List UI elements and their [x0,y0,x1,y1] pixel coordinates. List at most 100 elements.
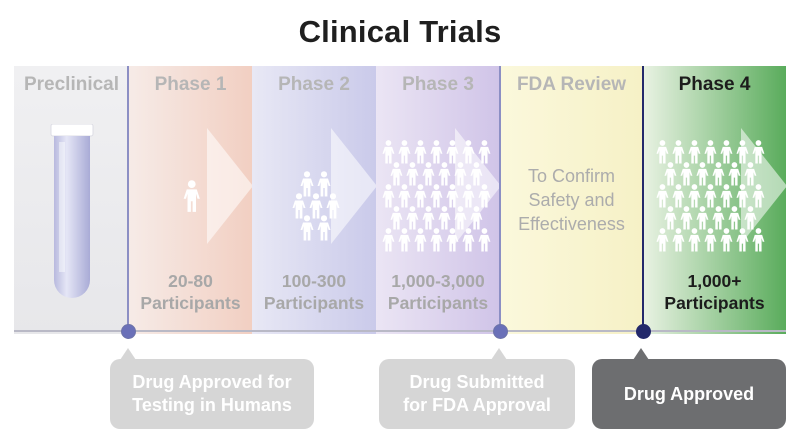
person-icon [414,140,427,164]
person-icon [454,162,467,186]
arrow-chevron [331,128,376,244]
person-icon [398,228,411,252]
person-icon [736,184,749,208]
person-icon [462,228,475,252]
person-icon [326,193,340,219]
person-icon [398,140,411,164]
diagram-title: Clinical Trials [298,14,502,49]
person-icon [300,215,314,241]
test-tube-icon [50,124,94,298]
arrow-chevron [207,128,252,244]
stage-phase4: Phase 4 1,000+ Participants [643,66,786,334]
person-icon [438,162,451,186]
person-icon [430,140,443,164]
person-icon [720,184,733,208]
person-icon [446,228,459,252]
milestone-dot-3 [636,324,651,339]
person-icon [430,228,443,252]
person-icon [390,206,403,230]
person-icon [744,162,757,186]
person-icon [309,193,323,219]
person-icon [656,228,669,252]
fda-review-note: To Confirm Safety and Effectiveness [518,166,625,234]
person-icon [317,171,331,197]
stage-phase1: Phase 1 20-80 Participants [129,66,252,334]
person-icon [438,206,451,230]
person-icon [390,162,403,186]
person-icon [664,162,677,186]
person-icon [292,193,306,219]
person-icon [688,228,701,252]
person-icon [406,206,419,230]
stage-label-fda-review: FDA Review [516,74,627,95]
person-icon [430,184,443,208]
person-icon [712,206,725,230]
callout-drug-approved: Drug Approved [592,348,786,429]
person-icon [672,140,685,164]
person-icon [720,140,733,164]
person-icon [382,228,395,252]
person-icon [720,228,733,252]
person-icon [446,140,459,164]
stage-label-phase1: Phase 1 [154,74,227,95]
milestone-line-2 [499,66,501,330]
milestone-line-3 [642,66,644,330]
person-icon [454,206,467,230]
person-icon [478,184,491,208]
person-icon [672,184,685,208]
person-icon [470,206,483,230]
person-icon [414,228,427,252]
person-icon [704,228,717,252]
person-icon [696,206,709,230]
person-icon [462,184,475,208]
callout-submitted-fda: Drug Submitted for FDA Approval [379,348,575,429]
person-icon [470,162,483,186]
person-icon [736,140,749,164]
person-icon [183,180,200,212]
callout-pointer [633,348,649,360]
person-icon [728,206,741,230]
person-icon [680,162,693,186]
stage-phase2: Phase 2 100-300 Participants [252,66,376,334]
person-icon [704,184,717,208]
callout-pointer [491,348,507,360]
person-icon [704,140,717,164]
person-icon [462,140,475,164]
person-icon [382,140,395,164]
person-icon [728,162,741,186]
stage-fda-review: FDA Review To Confirm Safety and Effecti… [500,66,643,334]
person-icon [752,140,765,164]
person-icon [422,162,435,186]
timeline-baseline [14,330,786,332]
person-icon [656,184,669,208]
person-icon [688,140,701,164]
participant-count-phase4: 1,000+ Participants [664,271,765,313]
milestone-dot-2 [493,324,508,339]
person-icon [744,206,757,230]
participant-count-phase1: 20-80 Participants [140,271,241,313]
person-icon [672,228,685,252]
person-icon [478,228,491,252]
person-icon [680,206,693,230]
stage-label-phase4: Phase 4 [678,74,751,95]
participant-count-phase3: 1,000-3,000 Participants [387,271,489,313]
person-icon [446,184,459,208]
person-icon [422,206,435,230]
person-icon [736,228,749,252]
person-icon [382,184,395,208]
person-icon [656,140,669,164]
person-icon [752,184,765,208]
callout-approved-testing: Drug Approved for Testing in Humans [110,348,314,429]
person-icon [414,184,427,208]
milestone-dot-1 [121,324,136,339]
person-icon [688,184,701,208]
person-icon [478,140,491,164]
person-icon [398,184,411,208]
milestone-line-1 [127,66,129,330]
person-icon [696,162,709,186]
person-icon [317,215,331,241]
stage-preclinical: Preclinical [14,66,129,334]
person-icon [752,228,765,252]
stage-label-phase3: Phase 3 [402,74,474,95]
person-icon [664,206,677,230]
